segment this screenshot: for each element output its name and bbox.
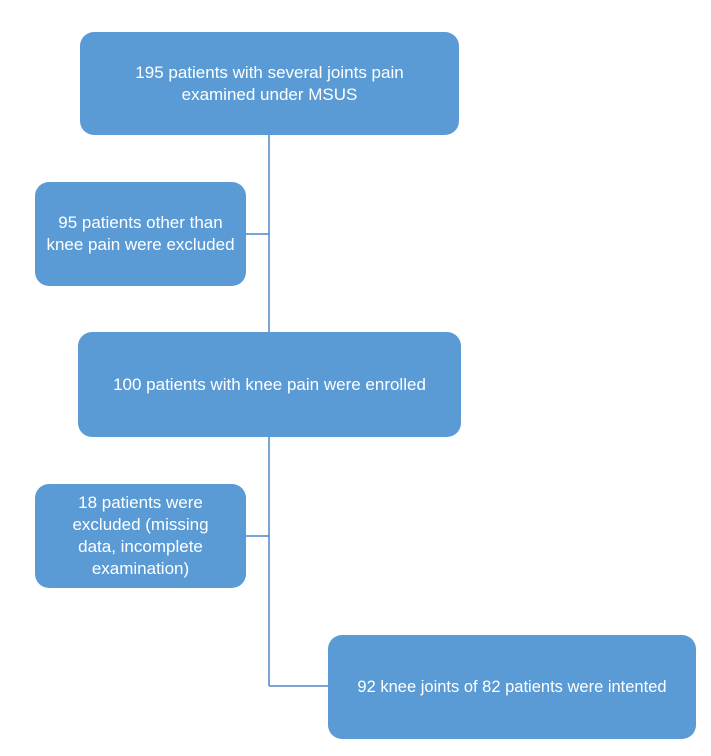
box-excluded-missing-data-label: 18 patients were excluded (missing data,… [72, 493, 209, 578]
box-excluded-missing-data: 18 patients were excluded (missing data,… [35, 484, 246, 588]
box-enrolled-knee-pain: 100 patients with knee pain were enrolle… [78, 332, 461, 437]
box-final-knee-joints: 92 knee joints of 82 patients were inten… [328, 635, 696, 739]
box-excluded-non-knee-label: 95 patients other than knee pain were ex… [46, 213, 235, 254]
box-excluded-non-knee: 95 patients other than knee pain were ex… [35, 182, 246, 286]
box-final-knee-joints-label: 92 knee joints of 82 patients were inten… [357, 678, 667, 696]
box-initial-patients-label: 195 patients with several joints pain ex… [135, 62, 404, 104]
box-enrolled-knee-pain-label: 100 patients with knee pain were enrolle… [113, 374, 426, 394]
box-initial-patients: 195 patients with several joints pain ex… [80, 32, 459, 135]
